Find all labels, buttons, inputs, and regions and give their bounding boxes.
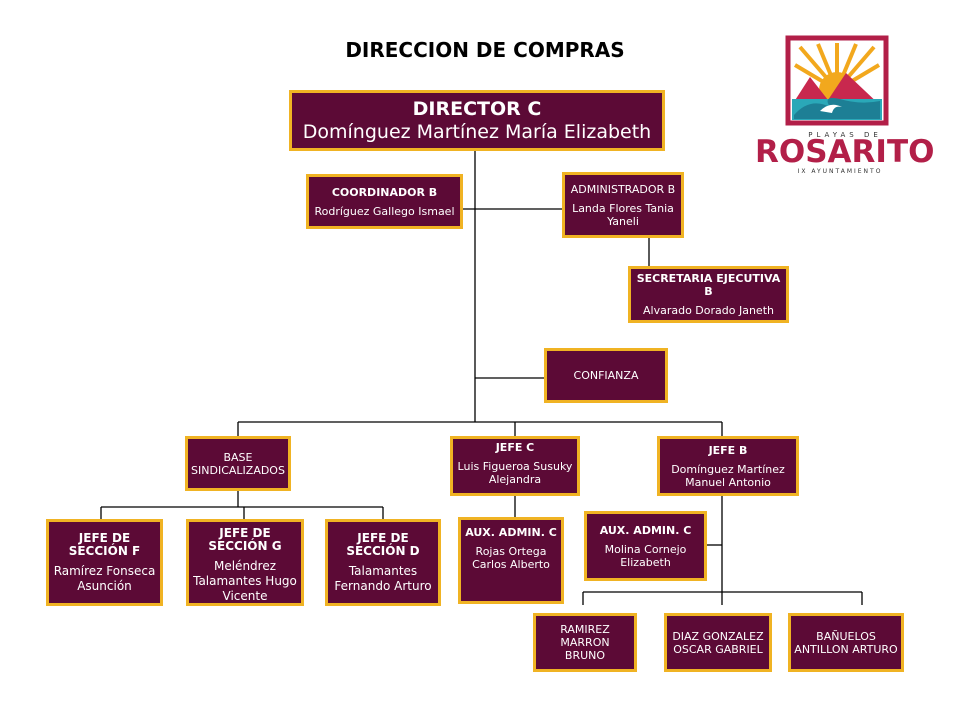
node-diaz: DIAZ GONZALEZ OSCAR GABRIEL: [664, 613, 772, 672]
node-role: CONFIANZA: [573, 369, 639, 382]
node-role: ADMINISTRADOR B: [570, 182, 676, 196]
node-role: DIRECTOR C: [412, 97, 542, 120]
node-banuelos: BAÑUELOS ANTILLON ARTURO: [788, 613, 904, 672]
node-base-sindicalizados: BASE SINDICALIZADOS: [185, 436, 291, 491]
node-role: AUX. ADMIN. C: [599, 523, 692, 537]
node-role: SECRETARIA EJECUTIVA B: [636, 272, 781, 298]
rosarito-logo: [785, 35, 889, 126]
node-jefe-c: JEFE C Luis Figueroa Susuky Alejandra: [450, 436, 580, 496]
node-jefe-seccion-g: JEFE DE SECCIÓN G Meléndrez Talamantes H…: [186, 519, 304, 606]
node-role: JEFE B: [708, 443, 748, 457]
node-role: BASE SINDICALIZADOS: [191, 450, 285, 477]
node-director: DIRECTOR C Domínguez Martínez María Eliz…: [289, 90, 665, 151]
node-role: COORDINADOR B: [331, 185, 438, 199]
node-person: Meléndrez Talamantes Hugo Vicente: [193, 559, 297, 603]
node-role: JEFE C: [495, 441, 535, 454]
node-jefe-seccion-f: JEFE DE SECCIÓN F Ramírez Fonseca Asunci…: [46, 519, 163, 606]
node-person: DIAZ GONZALEZ OSCAR GABRIEL: [672, 629, 764, 656]
node-person: Alvarado Dorado Janeth: [643, 304, 774, 317]
node-person: RAMIREZ MARRON BRUNO: [560, 623, 610, 662]
logo-top-text: PLAYAS DE: [808, 131, 882, 139]
node-person: Luis Figueroa Susuky Alejandra: [457, 460, 573, 486]
node-role: JEFE DE SECCIÓN G: [208, 526, 282, 553]
node-ramirez: RAMIREZ MARRON BRUNO: [533, 613, 637, 672]
node-coordinador: COORDINADOR B Rodríguez Gallego Ismael: [306, 174, 463, 229]
node-role: JEFE DE SECCIÓN F: [68, 531, 141, 558]
node-aux-admin-molina: AUX. ADMIN. C Molina Cornejo Elizabeth: [584, 511, 707, 581]
logo-main-text: ROSARITO: [755, 134, 935, 170]
node-confianza: CONFIANZA: [544, 348, 668, 403]
node-person: BAÑUELOS ANTILLON ARTURO: [794, 629, 898, 656]
node-jefe-seccion-d: JEFE DE SECCIÓN D Talamantes Fernando Ar…: [325, 519, 441, 606]
logo-bottom-text: IX AYUNTAMIENTO: [797, 168, 883, 175]
page-title: DIRECCION DE COMPRAS: [345, 38, 625, 62]
node-aux-admin-rojas: AUX. ADMIN. C Rojas Ortega Carlos Albert…: [458, 517, 564, 604]
node-administrador: ADMINISTRADOR B Landa Flores Tania Yanel…: [562, 172, 684, 238]
node-person: Domínguez Martínez Manuel Antonio: [671, 462, 785, 489]
node-person: Ramírez Fonseca Asunción: [53, 564, 156, 593]
node-role: AUX. ADMIN. C: [465, 526, 557, 539]
node-role: JEFE DE SECCIÓN D: [346, 531, 420, 558]
node-person: Domínguez Martínez María Elizabeth: [302, 120, 652, 143]
node-person: Landa Flores Tania Yaneli: [572, 201, 674, 228]
node-person: Rodríguez Gallego Ismael: [314, 204, 455, 218]
node-person: Molina Cornejo Elizabeth: [604, 542, 687, 569]
node-person: Rojas Ortega Carlos Alberto: [472, 545, 550, 571]
node-secretaria: SECRETARIA EJECUTIVA B Alvarado Dorado J…: [628, 266, 789, 323]
node-jefe-b: JEFE B Domínguez Martínez Manuel Antonio: [657, 436, 799, 496]
node-person: Talamantes Fernando Arturo: [334, 564, 432, 593]
